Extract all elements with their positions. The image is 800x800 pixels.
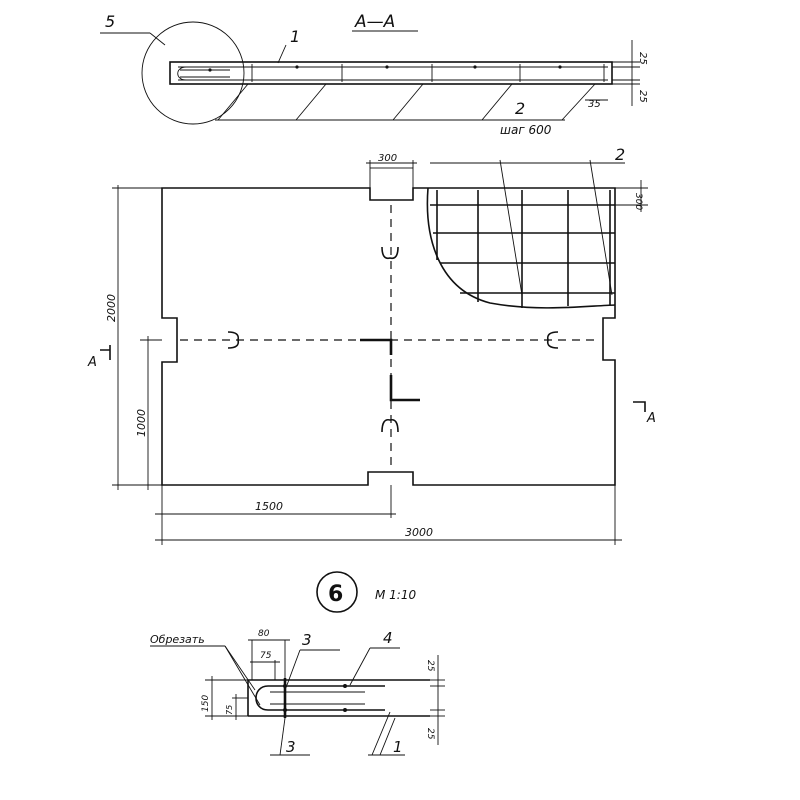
detail-view: 6 М 1:10 Обрезать 80 75 3 4 [150,571,445,756]
reinforcement-mesh [430,159,615,308]
rebar-dot [295,65,299,69]
dim-1000: 1000 [135,409,148,437]
spacing-leader [217,83,249,121]
rebar-dot [558,65,562,69]
top-notch-box [369,167,414,201]
section-title: А—А [354,12,395,32]
dim-75-left: 75 [225,705,234,715]
callout-5-leader [149,32,166,46]
dim-3000: 3000 [405,526,433,539]
spacing-leader [295,83,327,121]
dim-25-bottom: 25 [637,90,648,103]
callout-4-number: 4 [383,629,393,647]
rebar-dot [385,65,389,69]
callout-4-leader [349,647,371,686]
detail-dim-25-top: 25 [425,660,435,672]
callout-1-leader [371,711,391,756]
section-mark-left-arrow [100,345,111,360]
callout-3-top-number: 3 [302,631,312,649]
callout-1-number: 1 [290,27,300,46]
cut-note-leader [224,645,256,691]
callout-2-number: 2 [515,99,525,118]
detail-looped-bar [255,685,385,711]
detail-number-circle [316,571,358,613]
callout-3-bottom-number: 3 [286,738,296,756]
dim-300-top: 300 [378,153,397,164]
dim-80: 80 [258,629,270,639]
rebar-dot [343,684,347,688]
callout-1-leader [379,717,396,756]
dim-35: 35 [588,99,601,110]
center-mark-bottom [389,375,420,402]
rebar-anchor-bars [180,69,230,78]
section-mark-right: А [646,411,656,426]
cut-note-leader [224,645,261,706]
mesh-cutaway-outline [426,187,616,309]
dim-75: 75 [260,651,272,661]
detail-scale: М 1:10 [375,588,416,602]
callout-5-circle [141,21,245,125]
detail-dim-25-bottom: 25 [425,728,435,740]
section-mark-left: А [87,355,97,370]
section-view: А—А 5 1 25 25 [100,12,648,137]
spacing-leader [392,83,424,121]
dim-2000: 2000 [105,294,118,322]
callout-3-bottom-leader [279,717,286,756]
callout-1-leader [277,44,287,64]
callout-1-number: 1 [393,738,403,756]
dim-25-top: 25 [637,52,648,65]
callout-2-number: 2 [615,145,625,164]
lifting-loop-left [227,331,240,349]
spacing-leader [561,83,596,121]
rebar-dot [208,68,212,72]
callout-3-top-leader [286,649,301,686]
lifting-loop-right [546,331,559,349]
rebar-hook-left [177,66,187,81]
dim-1500: 1500 [255,500,283,513]
center-mark-top [360,338,393,355]
plan-view: 300 2 300 [87,145,656,545]
rebar-dot [343,708,347,712]
dim-300-right: 300 [633,193,643,210]
dim-150: 150 [201,695,211,712]
rebar-dot [283,684,287,688]
lifting-loop-bottom [381,418,399,433]
rebar-dot [473,65,477,69]
slab-section-outline [169,61,613,85]
cut-note: Обрезать [150,633,205,646]
spacing-note: шаг 600 [500,123,552,137]
lifting-loop-top [381,246,399,260]
rebar-dot [283,708,287,712]
callout-5-number: 5 [105,12,115,31]
detail-number: 6 [328,582,343,607]
spacing-leader [481,83,513,121]
section-mark-right-arrow [633,401,646,412]
